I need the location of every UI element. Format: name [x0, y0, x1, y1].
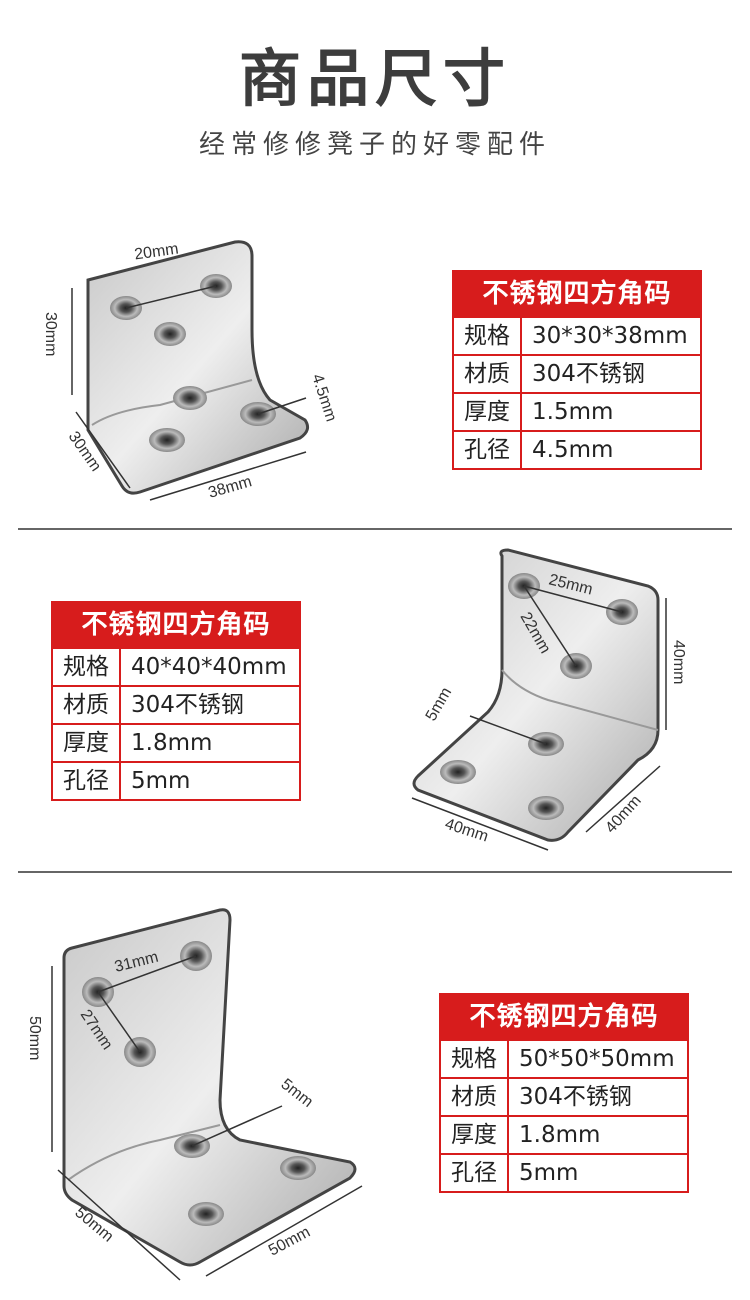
- dim-top-1: 20mm: [133, 240, 179, 263]
- spec-value: 30*30*38mm: [532, 323, 688, 349]
- dim-hole-2: 5mm: [423, 685, 456, 724]
- spec-key: 孔径: [53, 763, 121, 799]
- dim-width-3: 50mm: [266, 1224, 313, 1260]
- spec-key: 规格: [441, 1041, 509, 1077]
- spec-row: 孔径 5mm: [441, 1153, 687, 1191]
- bracket-image-3: 31mm 27mm 50mm 5mm 50mm 50mm: [26, 908, 363, 1281]
- dim-width-1: 38mm: [206, 473, 253, 502]
- spec-key: 孔径: [454, 432, 522, 468]
- section-divider: [18, 871, 732, 873]
- spec-header: 不锈钢四方角码: [441, 995, 687, 1039]
- spec-key: 规格: [53, 649, 121, 685]
- spec-row: 厚度 1.8mm: [53, 723, 299, 761]
- dim-height-3: 50mm: [26, 1016, 43, 1060]
- spec-row: 孔径 4.5mm: [454, 430, 700, 468]
- dim-height-1: 30mm: [42, 312, 59, 356]
- spec-row: 材质 304不锈钢: [454, 354, 700, 392]
- spec-value: 5mm: [519, 1160, 579, 1186]
- spec-row: 规格 30*30*38mm: [454, 316, 700, 354]
- spec-row: 厚度 1.8mm: [441, 1115, 687, 1153]
- spec-key: 孔径: [441, 1155, 509, 1191]
- spec-value: 1.8mm: [519, 1122, 601, 1148]
- spec-row: 材质 304不锈钢: [441, 1077, 687, 1115]
- spec-value: 304不锈钢: [532, 361, 645, 387]
- spec-row: 孔径 5mm: [53, 761, 299, 799]
- spec-table-3: 不锈钢四方角码 规格 50*50*50mm 材质 304不锈钢 厚度 1.8mm 孔径…: [439, 993, 689, 1193]
- spec-key: 厚度: [454, 394, 522, 430]
- spec-value: 4.5mm: [532, 437, 614, 463]
- spec-row: 材质 304不锈钢: [53, 685, 299, 723]
- spec-key: 规格: [454, 318, 522, 354]
- spec-header: 不锈钢四方角码: [53, 603, 299, 647]
- spec-table-2: 不锈钢四方角码 规格 40*40*40mm 材质 304不锈钢 厚度 1.8mm 孔径…: [51, 601, 301, 801]
- page-subtitle: 经常修修凳子的好零配件: [198, 130, 551, 160]
- spec-row: 规格 40*40*40mm: [53, 647, 299, 685]
- spec-value: 1.8mm: [131, 730, 213, 756]
- dim-hole-1: 4.5mm: [308, 372, 339, 424]
- dim-width-2: 40mm: [443, 816, 491, 846]
- spec-value: 40*40*40mm: [131, 654, 287, 680]
- spec-key: 材质: [53, 687, 121, 723]
- spec-key: 材质: [441, 1079, 509, 1115]
- spec-value: 304不锈钢: [519, 1084, 632, 1110]
- spec-table-1: 不锈钢四方角码 规格 30*30*38mm 材质 304不锈钢 厚度 1.5mm 孔径…: [452, 270, 702, 470]
- bracket-image-2: 25mm 22mm 40mm 5mm 40mm 40mm: [411, 548, 687, 851]
- spec-value: 1.5mm: [532, 399, 614, 425]
- spec-header: 不锈钢四方角码: [454, 272, 700, 316]
- dim-height-2: 40mm: [670, 640, 687, 684]
- bracket-image-1: 20mm 30mm 30mm 38mm 4.5mm: [42, 240, 339, 502]
- spec-row: 规格 50*50*50mm: [441, 1039, 687, 1077]
- section-divider: [18, 528, 732, 530]
- spec-key: 材质: [454, 356, 522, 392]
- spec-value: 304不锈钢: [131, 692, 244, 718]
- page-title: 商品尺寸: [238, 42, 511, 115]
- spec-key: 厚度: [441, 1117, 509, 1153]
- spec-key: 厚度: [53, 725, 121, 761]
- spec-row: 厚度 1.5mm: [454, 392, 700, 430]
- dim-hole-3: 5mm: [278, 1076, 316, 1111]
- spec-value: 50*50*50mm: [519, 1046, 675, 1072]
- spec-value: 5mm: [131, 768, 191, 794]
